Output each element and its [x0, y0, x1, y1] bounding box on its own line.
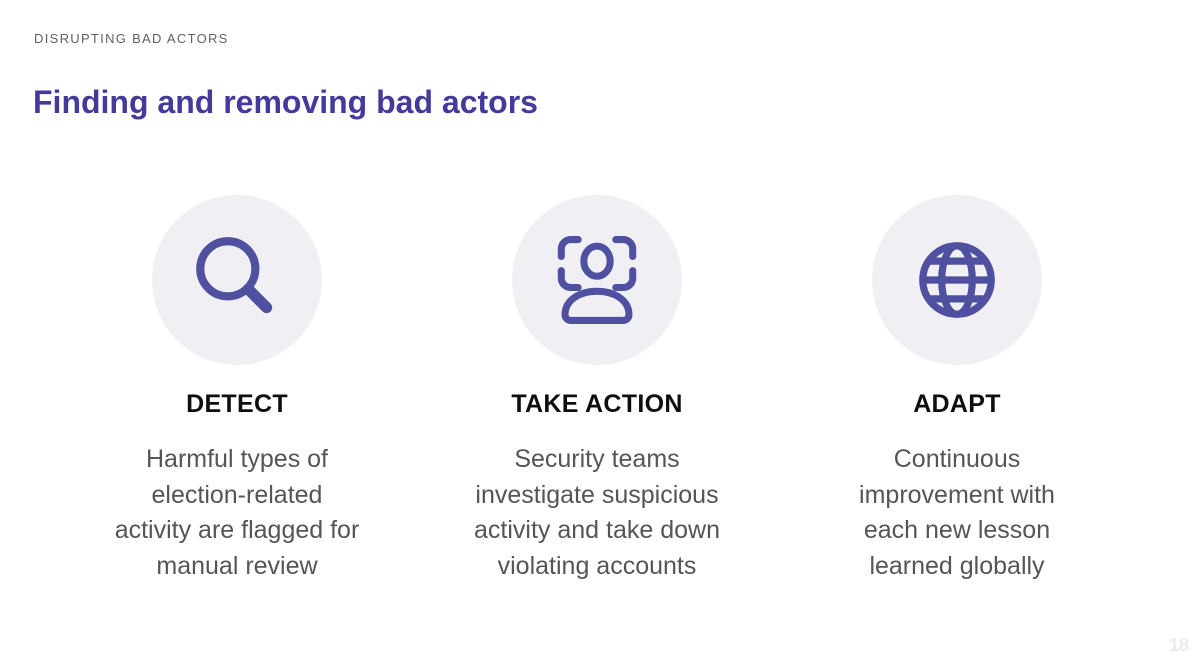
page-title: Finding and removing bad actors [33, 84, 538, 120]
detect-heading: DETECT [186, 390, 288, 418]
column-take-action: TAKE ACTION Security teams investigate s… [427, 195, 767, 584]
take-action-heading: TAKE ACTION [511, 390, 683, 418]
adapt-description: Continuous improvement with each new les… [859, 445, 1055, 580]
detect-description: Harmful types of election-related activi… [114, 445, 360, 580]
magnifier-icon [196, 237, 273, 314]
adapt-heading: ADAPT [913, 390, 1001, 418]
take-action-icon-badge [512, 195, 682, 365]
feature-columns: DETECT Harmful types of election-related… [67, 195, 1127, 584]
take-action-description: Security teams investigate suspicious ac… [474, 445, 720, 580]
page-number: 18 [1168, 635, 1189, 655]
face-scan-icon [557, 236, 637, 324]
column-adapt: ADAPT Continuous improvement with each n… [787, 195, 1127, 584]
adapt-icon-badge [872, 195, 1042, 365]
eyebrow-label: DISRUPTING BAD ACTORS [34, 31, 229, 46]
detect-icon-badge [152, 195, 322, 365]
globe-icon [919, 242, 995, 318]
column-detect: DETECT Harmful types of election-related… [67, 195, 407, 584]
